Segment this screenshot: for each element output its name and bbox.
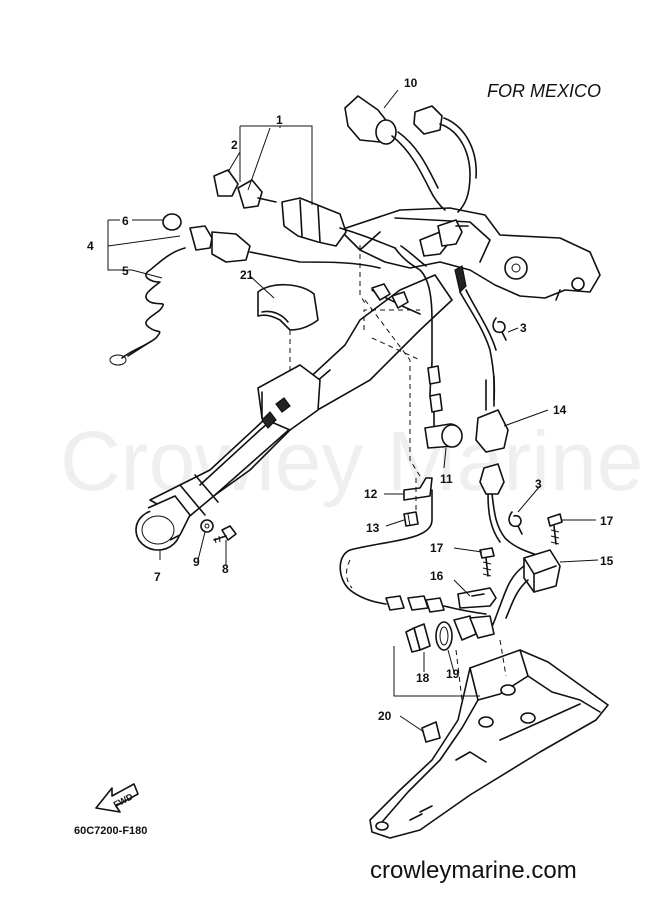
part-12-bracket [403, 477, 433, 527]
leader-lines [107, 89, 599, 733]
callout-12: 12 [364, 487, 378, 501]
website-url: crowleymarine.com [370, 857, 577, 884]
callout-4: 4 [87, 239, 94, 253]
callout-14: 14 [553, 403, 567, 417]
part-3-clip-upper [492, 317, 507, 341]
part-19-grommet [435, 621, 453, 651]
callout-19: 19 [446, 667, 460, 681]
lower-harness [339, 489, 495, 641]
callout-16: 16 [430, 569, 444, 583]
fwd-arrow-icon: FWD [95, 783, 139, 813]
part-20-label [421, 721, 441, 743]
dashed-reference-lines [289, 245, 507, 701]
callout-2: 2 [231, 138, 238, 152]
callout-9: 9 [193, 555, 200, 569]
diagram-title: FOR MEXICO [487, 81, 601, 101]
part-16-holder [457, 587, 497, 609]
callout-15: 15 [600, 554, 614, 568]
watermark-text: Crowley Marine [60, 414, 644, 508]
callout-17-upper: 17 [600, 514, 614, 528]
part-17-screw-upper [547, 513, 563, 545]
tiller-handle-drawing [135, 207, 601, 551]
bottom-cowl [369, 649, 609, 839]
part-3-clip-lower [508, 511, 523, 535]
part-11-switch [424, 365, 463, 449]
callout-10: 10 [404, 76, 418, 90]
part-17-screw-lower [479, 547, 495, 577]
callout-13: 13 [366, 521, 380, 535]
part-9-washer [200, 519, 214, 533]
callout-3-upper: 3 [520, 321, 527, 335]
callout-labels: 10 1 2 6 4 5 21 3 14 11 12 13 3 17 7 9 8… [87, 76, 614, 723]
part-18-grommet [405, 623, 431, 653]
callout-8: 8 [222, 562, 229, 576]
callout-1: 1 [276, 113, 283, 127]
part-10-harness [344, 95, 477, 213]
callout-7: 7 [154, 570, 161, 584]
callout-21: 21 [240, 268, 254, 282]
callout-18: 18 [416, 671, 430, 685]
callout-5: 5 [122, 264, 129, 278]
part-21-cover [257, 283, 319, 331]
part-14-connector [475, 375, 541, 557]
part-4-stop-switch [109, 213, 381, 366]
callout-11: 11 [440, 472, 453, 486]
part-15-relay [489, 549, 561, 631]
callout-6: 6 [122, 214, 129, 228]
part-8-bolt [213, 525, 237, 544]
callout-20: 20 [378, 709, 392, 723]
callout-3-lower: 3 [535, 477, 542, 491]
diagram-code: 60C7200-F180 [74, 825, 147, 837]
part-1-main-switch [213, 169, 396, 249]
callout-17-lower: 17 [430, 541, 444, 555]
